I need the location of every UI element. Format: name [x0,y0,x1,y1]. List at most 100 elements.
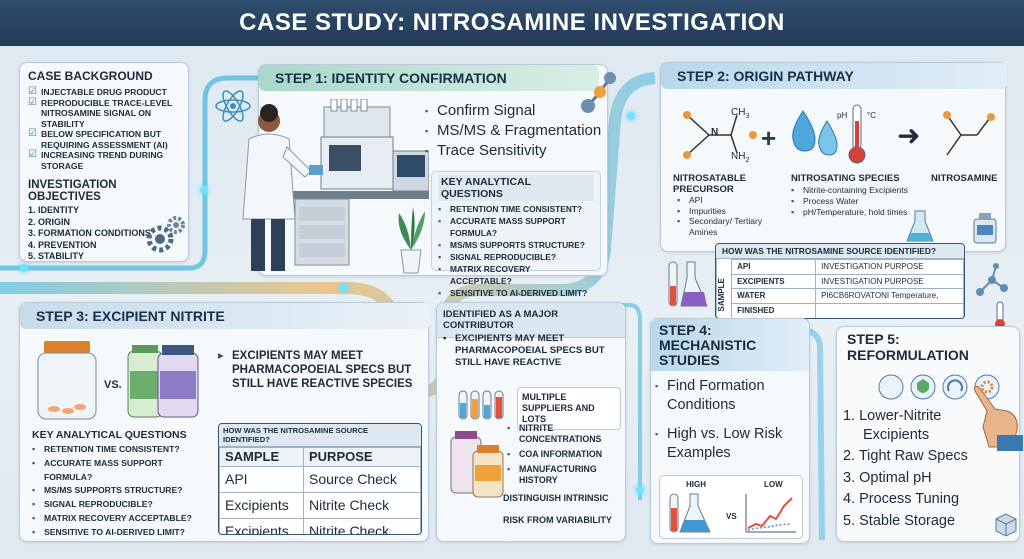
table-cell: Excipients [219,518,304,534]
step5-title: STEP 5: REFORMULATION [847,331,969,363]
step2-table-title: HOW WAS THE NITROSAMINE SOURCE IDENTIFIE… [716,244,964,259]
step2-table: HOW WAS THE NITROSAMINE SOURCE IDENTIFIE… [715,243,965,319]
atom-icon [215,90,251,122]
objectives-heading: INVESTIGATION OBJECTIVES [28,179,117,203]
distinguish-label: DISTINGUISH INTRINSIC [503,493,609,503]
table-header-row: SAMPLE PURPOSE [219,447,421,467]
arrow-icon: ➜ [897,120,921,151]
step4-comparison: HIGH LOW VS [659,475,803,539]
list-item: 3. FORMATION CONDITIONS [28,228,151,238]
excipient-bottle-icon [127,345,199,418]
nitrosamine-molecule-icon [943,111,995,156]
list-item: REPRODUCIBLE TRACE-LEVEL NITROSAMINE SIG… [28,98,180,130]
table-cell: Excipients [219,492,304,519]
high-label: HIGH [686,480,706,489]
list-item: RETENTION TIME CONSISTENT? [438,203,594,215]
list-item: MANUFACTURING HISTORY [507,464,623,486]
low-label: LOW [764,480,783,489]
table-cell: API [219,466,304,493]
list-item: Secondary/ Tertiary Amines [677,216,767,237]
case-background-heading: CASE BACKGROUND [28,69,153,83]
list-item: API [677,195,767,206]
ph-label: pH [837,111,848,120]
list-item: MS/MS SUPPORTS STRUCTURE? [32,484,206,498]
table-cell: WATER [731,288,817,304]
ch3-text: CH [731,107,746,118]
water-droplets-icon [792,110,838,156]
trend-chart-icon [745,494,796,533]
table-cell: Nitrite Check [303,492,421,519]
table-row: FINISHED PRODUCT [731,302,964,318]
list-item: 2. ORIGIN [28,216,71,227]
list-item: 5. STABILITY [28,251,84,261]
risk-label: RISK FROM VARIABILITY [503,515,612,525]
table-cell: Source Check [303,466,421,493]
molecule-icon [976,263,1008,296]
hand-pointing-icon [974,386,1023,451]
table-header-cell: PURPOSE [303,447,421,467]
molecule-label-nh2: NH2 [731,151,749,164]
table-cell: Nitrite Check [303,518,421,534]
step3-panel: STEP 3: EXCIPIENT NITRITE VS. ▸ EXCIPIEN… [19,302,430,542]
reformulation-icons [878,374,1000,400]
ch3-sub: 3 [745,113,750,120]
high-risk-tubes-icon [669,493,711,533]
scientist-lab-illustration [242,99,429,271]
table-cell: FINISHED PRODUCT [731,302,817,318]
species-title: NITROSATING SPECIES [791,173,900,184]
step2-panel: STEP 2: ORIGIN PATHWAY N CH3 NH2 + pH °C… [660,62,1007,252]
list-item: INCREASING TREND DURING STORAGE [28,150,180,171]
list-item: MS/MS SUPPORTS STRUCTURE? [438,239,594,251]
glow-dot [340,284,348,292]
nh2-sub: 2 [745,157,750,164]
species-list: Nitrite-containing Excipients Process Wa… [791,185,921,218]
bottle-icon [973,213,997,244]
glow-dot [636,486,644,494]
plus-icon: + [761,123,777,153]
list-item: SIGNAL REPRODUCIBLE? [32,498,206,512]
step4-title: STEP 4: MECHANISTIC STUDIES [651,319,809,371]
contributor-claim: ▪ EXCIPIENTS MAY MEET PHARMACOPOEIAL SPE… [443,333,605,368]
step5-panel: STEP 5: REFORMULATION 1. Lower-Nitrite E… [836,326,1023,542]
list-item: RETENTION TIME CONSISTENT? [32,443,206,457]
step3-table-title: HOW WAS THE NITROSAMINE SOURCE IDENTIFIE… [219,424,421,447]
plant-icon [398,207,425,274]
excipient-bottle-icon [37,341,97,420]
step2-title: STEP 2: ORIGIN PATHWAY [661,63,1007,89]
glow-dot [627,112,635,120]
molecule-icon [581,72,616,113]
test-tubes-icon [668,261,708,307]
step1-title: STEP 1: IDENTITY CONFIRMATION [259,65,599,91]
flask-icon [906,210,934,242]
precursor-title: NITROSATABLE PRECURSOR [673,173,747,195]
precursor-molecule-icon [683,111,757,159]
list-item: INJECTABLE DRUG PRODUCT [28,87,180,98]
thermometer-icon [848,104,866,164]
list-item: 4. Process Tuning [843,491,960,507]
list-item: MS/MS & Fragmentation [425,121,601,141]
table-cell: API [731,259,817,275]
step3-claim: ▸ EXCIPIENTS MAY MEET PHARMACOPOEIAL SPE… [218,350,413,390]
step1-questions-box: KEY ANALYTICAL QUESTIONS RETENTION TIME … [431,171,601,299]
step1-bullets: Confirm Signal MS/MS & Fragmentation Tra… [425,101,601,161]
list-item: Find Formation Conditions [655,377,805,415]
product-title: NITROSAMINE [931,173,998,184]
table-cell: PI6CB6ROVATONI Temperature, [815,288,964,304]
table-header-cell: SAMPLE [219,447,304,467]
list-item: 1. Lower-Nitrite Excipients [843,408,942,443]
test-tubes-icon [458,390,504,420]
list-item: ACCURATE MASS SUPPORT FORMULA? [438,215,594,239]
step2-table-side: SAMPLE [716,259,732,318]
contributor-panel: IDENTIFIED AS A MAJOR CONTRIBUTOR ▪ EXCI… [436,302,626,542]
objectives-list: 1. IDENTITY 2. ORIGIN 3. FORMATION CONDI… [28,205,180,263]
vs-label: VS [726,512,737,521]
step3-claim-text: EXCIPIENTS MAY MEET PHARMACOPOEIAL SPECS… [232,350,413,390]
nh2-text: NH [731,151,746,162]
step1-questions-list: RETENTION TIME CONSISTENT? ACCURATE MASS… [438,203,594,299]
glow-dot [200,186,208,194]
